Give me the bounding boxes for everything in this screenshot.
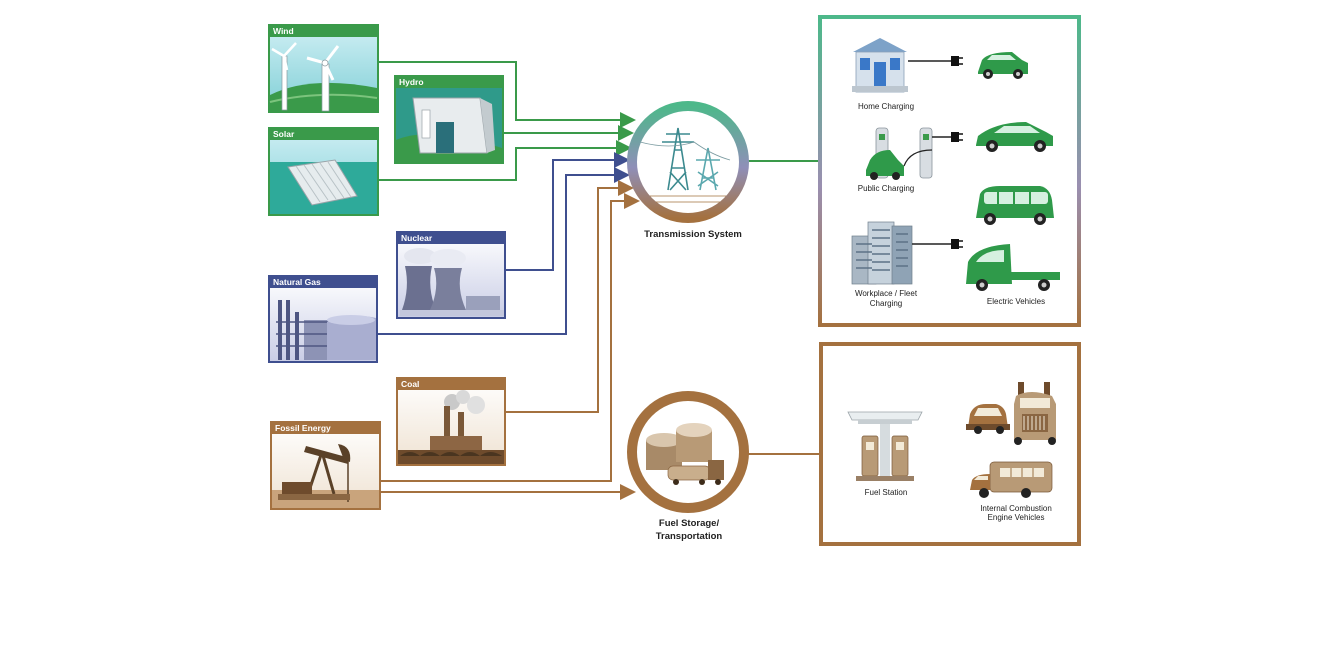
plug-icon	[951, 132, 963, 142]
hydro-label: Hydro	[399, 77, 424, 87]
ice-vehicles-label-line1: Internal Combustion	[980, 504, 1052, 513]
workplace-charging-label-line2: Charging	[870, 299, 902, 308]
plug-icon	[951, 239, 963, 249]
natural-gas-tile: Natural Gas	[268, 275, 378, 363]
wind-turbine-icon	[271, 42, 340, 112]
natural-gas-connector	[378, 167, 630, 335]
truck-icon	[966, 244, 1060, 291]
transmission-hub: Transmission System	[627, 101, 749, 240]
solar-label: Solar	[273, 129, 295, 139]
motorhome-icon	[970, 461, 1053, 498]
dam-icon	[412, 97, 495, 154]
electric-vehicles-label: Electric Vehicles	[987, 297, 1045, 306]
solar-panel-icon	[287, 159, 358, 206]
ice-vehicles-label-line2: Engine Vehicles	[988, 513, 1045, 522]
home-charging-label: Home Charging	[858, 102, 914, 111]
fossil-energy-label: Fossil Energy	[275, 423, 331, 433]
wind-label: Wind	[273, 26, 294, 36]
charging-station-icon	[866, 127, 933, 180]
fossil-to-transmission-connector	[381, 193, 640, 482]
car-icon	[976, 122, 1053, 152]
plug-icon	[951, 56, 963, 66]
wind-connector	[378, 61, 636, 128]
gas-plant-icon	[276, 300, 376, 360]
fossil-energy-tile: Fossil Energy	[270, 421, 381, 510]
house-icon	[852, 38, 908, 93]
fuel-storage-label-line1: Fuel Storage/	[659, 518, 720, 529]
coal-label: Coal	[401, 379, 419, 389]
workplace-charging-label-line1: Workplace / Fleet	[855, 289, 918, 298]
fuel-vehicle-panel: Fuel Station Internal Combustion Engine …	[819, 342, 1081, 546]
wind-tile: Wind	[268, 24, 379, 113]
car-icon	[966, 404, 1010, 434]
fuel-storage-hub: Fuel Storage/ Transportation	[627, 391, 749, 542]
office-building-icon	[851, 221, 913, 285]
solar-tile: Solar	[268, 127, 379, 216]
oil-pump-icon	[278, 444, 351, 502]
fuel-tank-icon	[646, 423, 724, 485]
public-charging-label: Public Charging	[858, 184, 914, 193]
natural-gas-label: Natural Gas	[273, 277, 321, 287]
nuclear-label: Nuclear	[401, 233, 433, 243]
blue-connectors	[378, 152, 630, 335]
transmission-system-label: Transmission System	[644, 229, 742, 240]
transmission-tower-icon	[639, 127, 731, 203]
electric-vehicle-panel: Home Charging Public Charging	[818, 15, 1081, 327]
truck-icon	[1014, 382, 1056, 445]
fuel-storage-label-line2: Transportation	[656, 531, 723, 542]
coal-plant-icon	[398, 390, 504, 464]
cooling-tower-icon	[400, 248, 504, 316]
nuclear-connector	[505, 152, 630, 271]
solar-connector	[378, 140, 632, 181]
car-icon	[978, 52, 1028, 79]
coal-connector	[505, 180, 634, 413]
gas-pump-icon	[847, 411, 923, 481]
hydro-tile: Hydro	[394, 75, 504, 164]
coal-tile: Coal	[396, 377, 506, 466]
fuel-station-label: Fuel Station	[865, 488, 908, 497]
van-icon	[976, 186, 1054, 225]
nuclear-tile: Nuclear	[396, 231, 506, 319]
